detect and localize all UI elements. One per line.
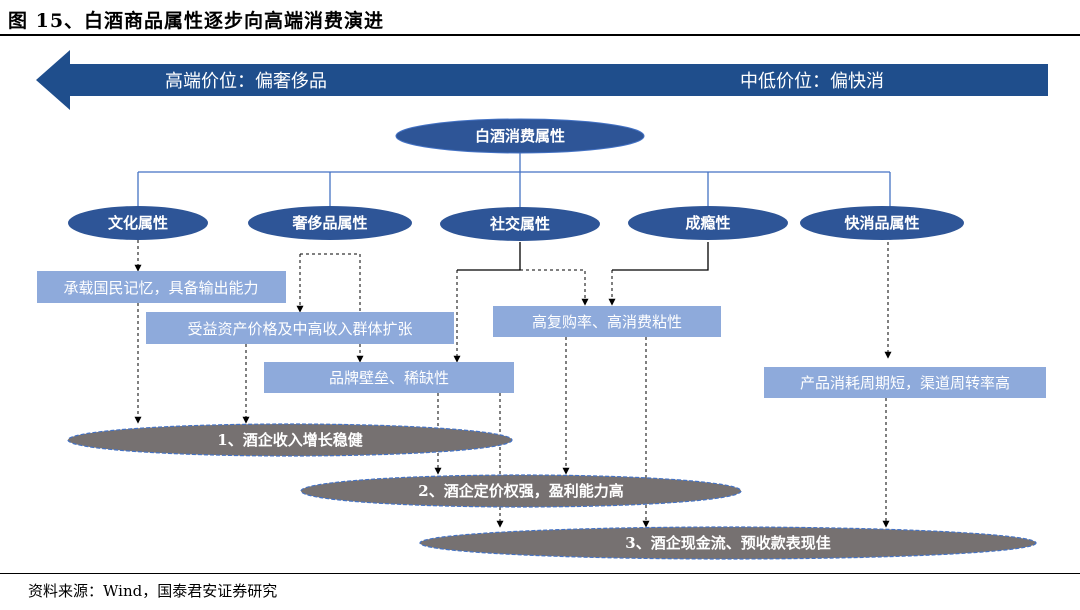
feature-box: 产品消耗周期短，渠道周转率高 — [764, 367, 1046, 398]
attribute-label: 文化属性 — [108, 214, 168, 232]
attribute-node: 成瘾性 — [628, 206, 788, 240]
feature-label: 品牌壁垒、稀缺性 — [329, 369, 449, 387]
tree-connectors — [137, 152, 891, 210]
outcome-label: 2、酒企定价权强，盈利能力高 — [418, 482, 623, 500]
bottom-rule — [0, 573, 1080, 574]
feature-box: 品牌壁垒、稀缺性 — [264, 362, 514, 393]
feature-label: 高复购率、高消费粘性 — [532, 313, 682, 331]
attribute-label: 奢侈品属性 — [291, 214, 367, 232]
feature-label: 受益资产价格及中高收入群体扩张 — [187, 320, 412, 338]
feature-label: 产品消耗周期短，渠道周转率高 — [800, 374, 1010, 392]
outcome-label: 1、酒企收入增长稳健 — [217, 431, 362, 449]
attribute-node: 社交属性 — [440, 207, 600, 241]
banner-arrow-shape — [36, 50, 1048, 110]
attribute-node: 快消品属性 — [800, 206, 964, 240]
root-node: 白酒消费属性 — [395, 118, 645, 154]
outcome-label: 3、酒企现金流、预收款表现佳 — [625, 534, 830, 552]
root-label: 白酒消费属性 — [475, 127, 565, 145]
attribute-label: 成瘾性 — [685, 214, 730, 232]
figure-title: 图 15、白酒商品属性逐步向高端消费演进 — [8, 10, 385, 32]
attribute-label: 快消品属性 — [844, 214, 919, 232]
attribute-node: 文化属性 — [68, 206, 208, 240]
banner-left-label: 高端价位：偏奢侈品 — [165, 71, 327, 92]
social-addiction-brackets — [457, 242, 709, 271]
banner-right-label: 中低价位：偏快消 — [740, 71, 884, 92]
outcome-node: 3、酒企现金流、预收款表现佳 — [419, 526, 1037, 560]
price-tier-banner: 高端价位：偏奢侈品 中低价位：偏快消 — [36, 50, 1048, 110]
attribute-node: 奢侈品属性 — [248, 206, 412, 240]
top-rule — [0, 34, 1080, 36]
attribute-label: 社交属性 — [489, 215, 550, 233]
outcome-node: 1、酒企收入增长稳健 — [67, 423, 513, 457]
feature-box: 承载国民记忆，具备输出能力 — [37, 271, 286, 303]
source-note: 资料来源：Wind，国泰君安证券研究 — [28, 582, 278, 600]
outcome-node: 2、酒企定价权强，盈利能力高 — [300, 474, 742, 508]
diagram-canvas: 高端价位：偏奢侈品 中低价位：偏快消 白酒消费属性 文化属性 奢侈品属性 社交属… — [36, 50, 1048, 560]
feature-label: 承载国民记忆，具备输出能力 — [63, 279, 258, 297]
feature-box: 受益资产价格及中高收入群体扩张 — [146, 312, 454, 344]
feature-box: 高复购率、高消费粘性 — [493, 306, 721, 337]
